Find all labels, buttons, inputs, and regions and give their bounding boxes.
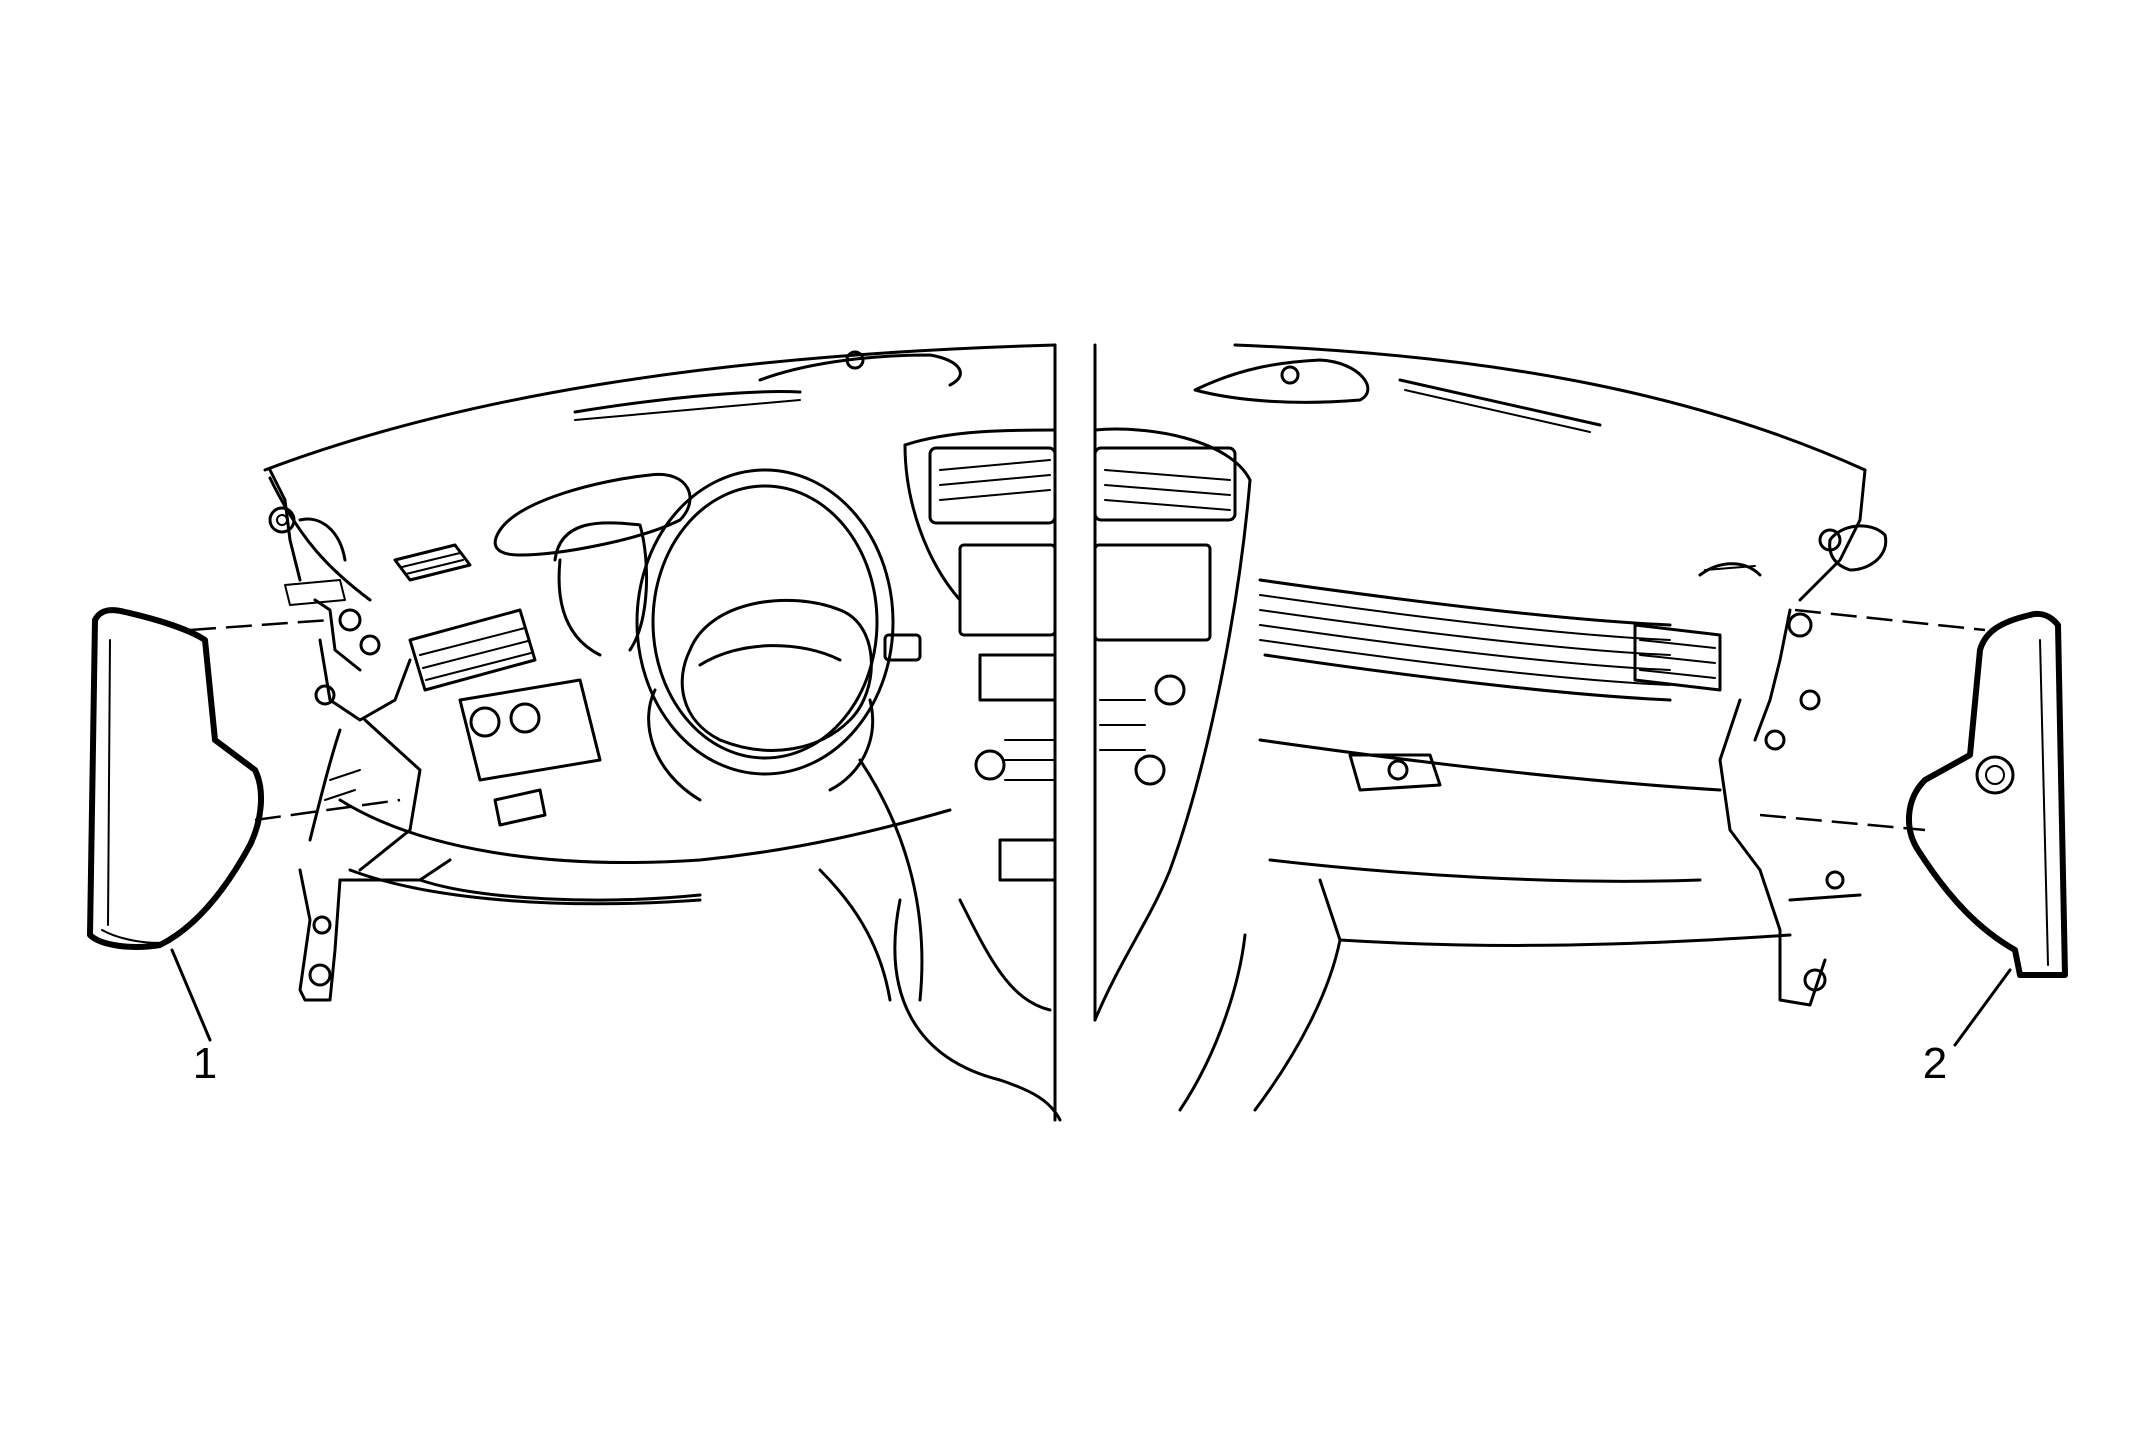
left-end-cap bbox=[87, 607, 264, 950]
right-instrument-panel bbox=[1093, 343, 1867, 1112]
callout-1-label: 1 bbox=[193, 1039, 217, 1088]
right-cap-guide-lines bbox=[1759, 608, 1986, 832]
callout-2: 2 bbox=[1923, 968, 2012, 1088]
left-end-bracket bbox=[268, 468, 452, 1002]
callout-1: 1 bbox=[170, 948, 217, 1088]
left-instrument-panel bbox=[263, 343, 1062, 1122]
right-end-cap bbox=[1906, 610, 2068, 978]
left-cap-guide-lines bbox=[189, 618, 401, 822]
callout-2-label: 2 bbox=[1923, 1039, 1947, 1088]
center-split-line bbox=[1053, 343, 1097, 1122]
right-end-bracket bbox=[1698, 468, 1888, 1007]
